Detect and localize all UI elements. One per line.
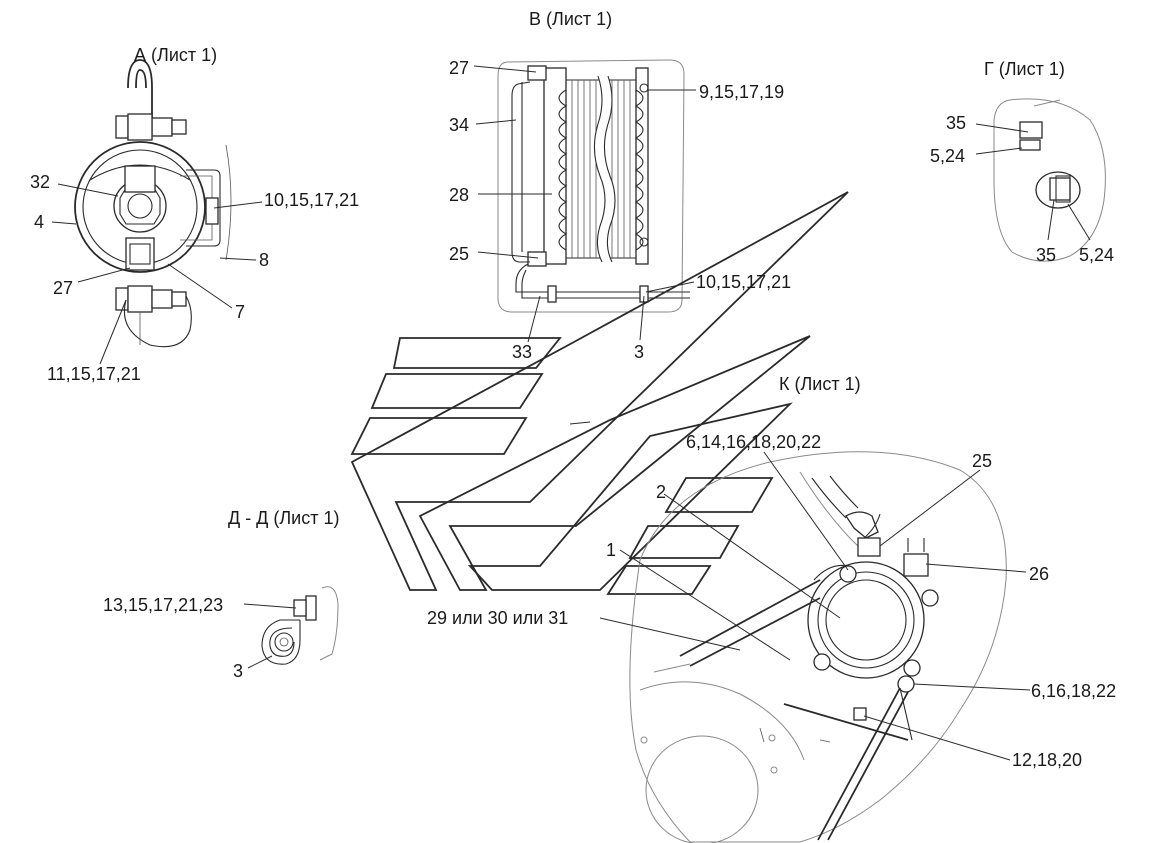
view-g-leaders (975, 123, 1091, 241)
callout-v-33: 33 (512, 342, 532, 362)
callout-a-10: 10,15,17,21 (264, 190, 359, 210)
callout-k-2: 2 (656, 482, 666, 502)
callout-k-12: 12,18,20 (1012, 750, 1082, 770)
cabin-panels (350, 191, 849, 595)
view-d-title: Д - Д (Лист 1) (228, 508, 340, 528)
view-v-leaders (473, 65, 696, 343)
callout-d-13: 13,15,17,21,23 (103, 595, 223, 615)
callout-v-9: 9,15,17,19 (699, 82, 784, 102)
callout-k-1: 1 (606, 540, 616, 560)
callout-a-11: 11,15,17,21 (47, 364, 141, 384)
callout-k-25: 25 (972, 451, 992, 471)
callout-v-10: 10,15,17,21 (696, 272, 791, 292)
callout-a-7: 7 (235, 302, 245, 322)
callout-v-27: 27 (449, 58, 469, 78)
view-k-title: К (Лист 1) (779, 374, 861, 394)
view-a-drawing (74, 59, 232, 348)
view-v-drawing (497, 59, 690, 313)
callout-k-6-16: 6,16,18,22 (1031, 681, 1116, 701)
callout-g-5-24-bottom: 5,24 (1079, 245, 1114, 265)
callout-g-35-bottom: 35 (1036, 245, 1056, 265)
view-d-drawing (261, 586, 339, 665)
view-a-leaders (51, 183, 263, 365)
callout-a-27: 27 (53, 278, 73, 298)
callout-k-26: 26 (1029, 564, 1049, 584)
view-v-title: В (Лист 1) (529, 9, 612, 29)
callout-g-35-top: 35 (946, 113, 966, 133)
callout-d-3: 3 (233, 661, 243, 681)
view-k-leaders (599, 451, 1031, 761)
view-d-leaders (243, 603, 297, 669)
callout-v-28: 28 (449, 185, 469, 205)
callout-a-4: 4 (34, 212, 44, 232)
callout-v-25: 25 (449, 244, 469, 264)
view-a-title: А (Лист 1) (134, 45, 217, 65)
callout-k-29: 29 или 30 или 31 (427, 608, 568, 628)
view-k-drawing (629, 451, 1007, 843)
view-g-drawing (993, 98, 1106, 262)
callout-v-34: 34 (449, 115, 469, 135)
callout-k-6: 6,14,16,18,20,22 (686, 432, 821, 452)
callout-v-3: 3 (634, 342, 644, 362)
callout-a-8: 8 (259, 250, 269, 270)
view-g-title: Г (Лист 1) (984, 59, 1065, 79)
callout-g-5-24-top: 5,24 (930, 146, 965, 166)
callout-a-32: 32 (30, 172, 50, 192)
